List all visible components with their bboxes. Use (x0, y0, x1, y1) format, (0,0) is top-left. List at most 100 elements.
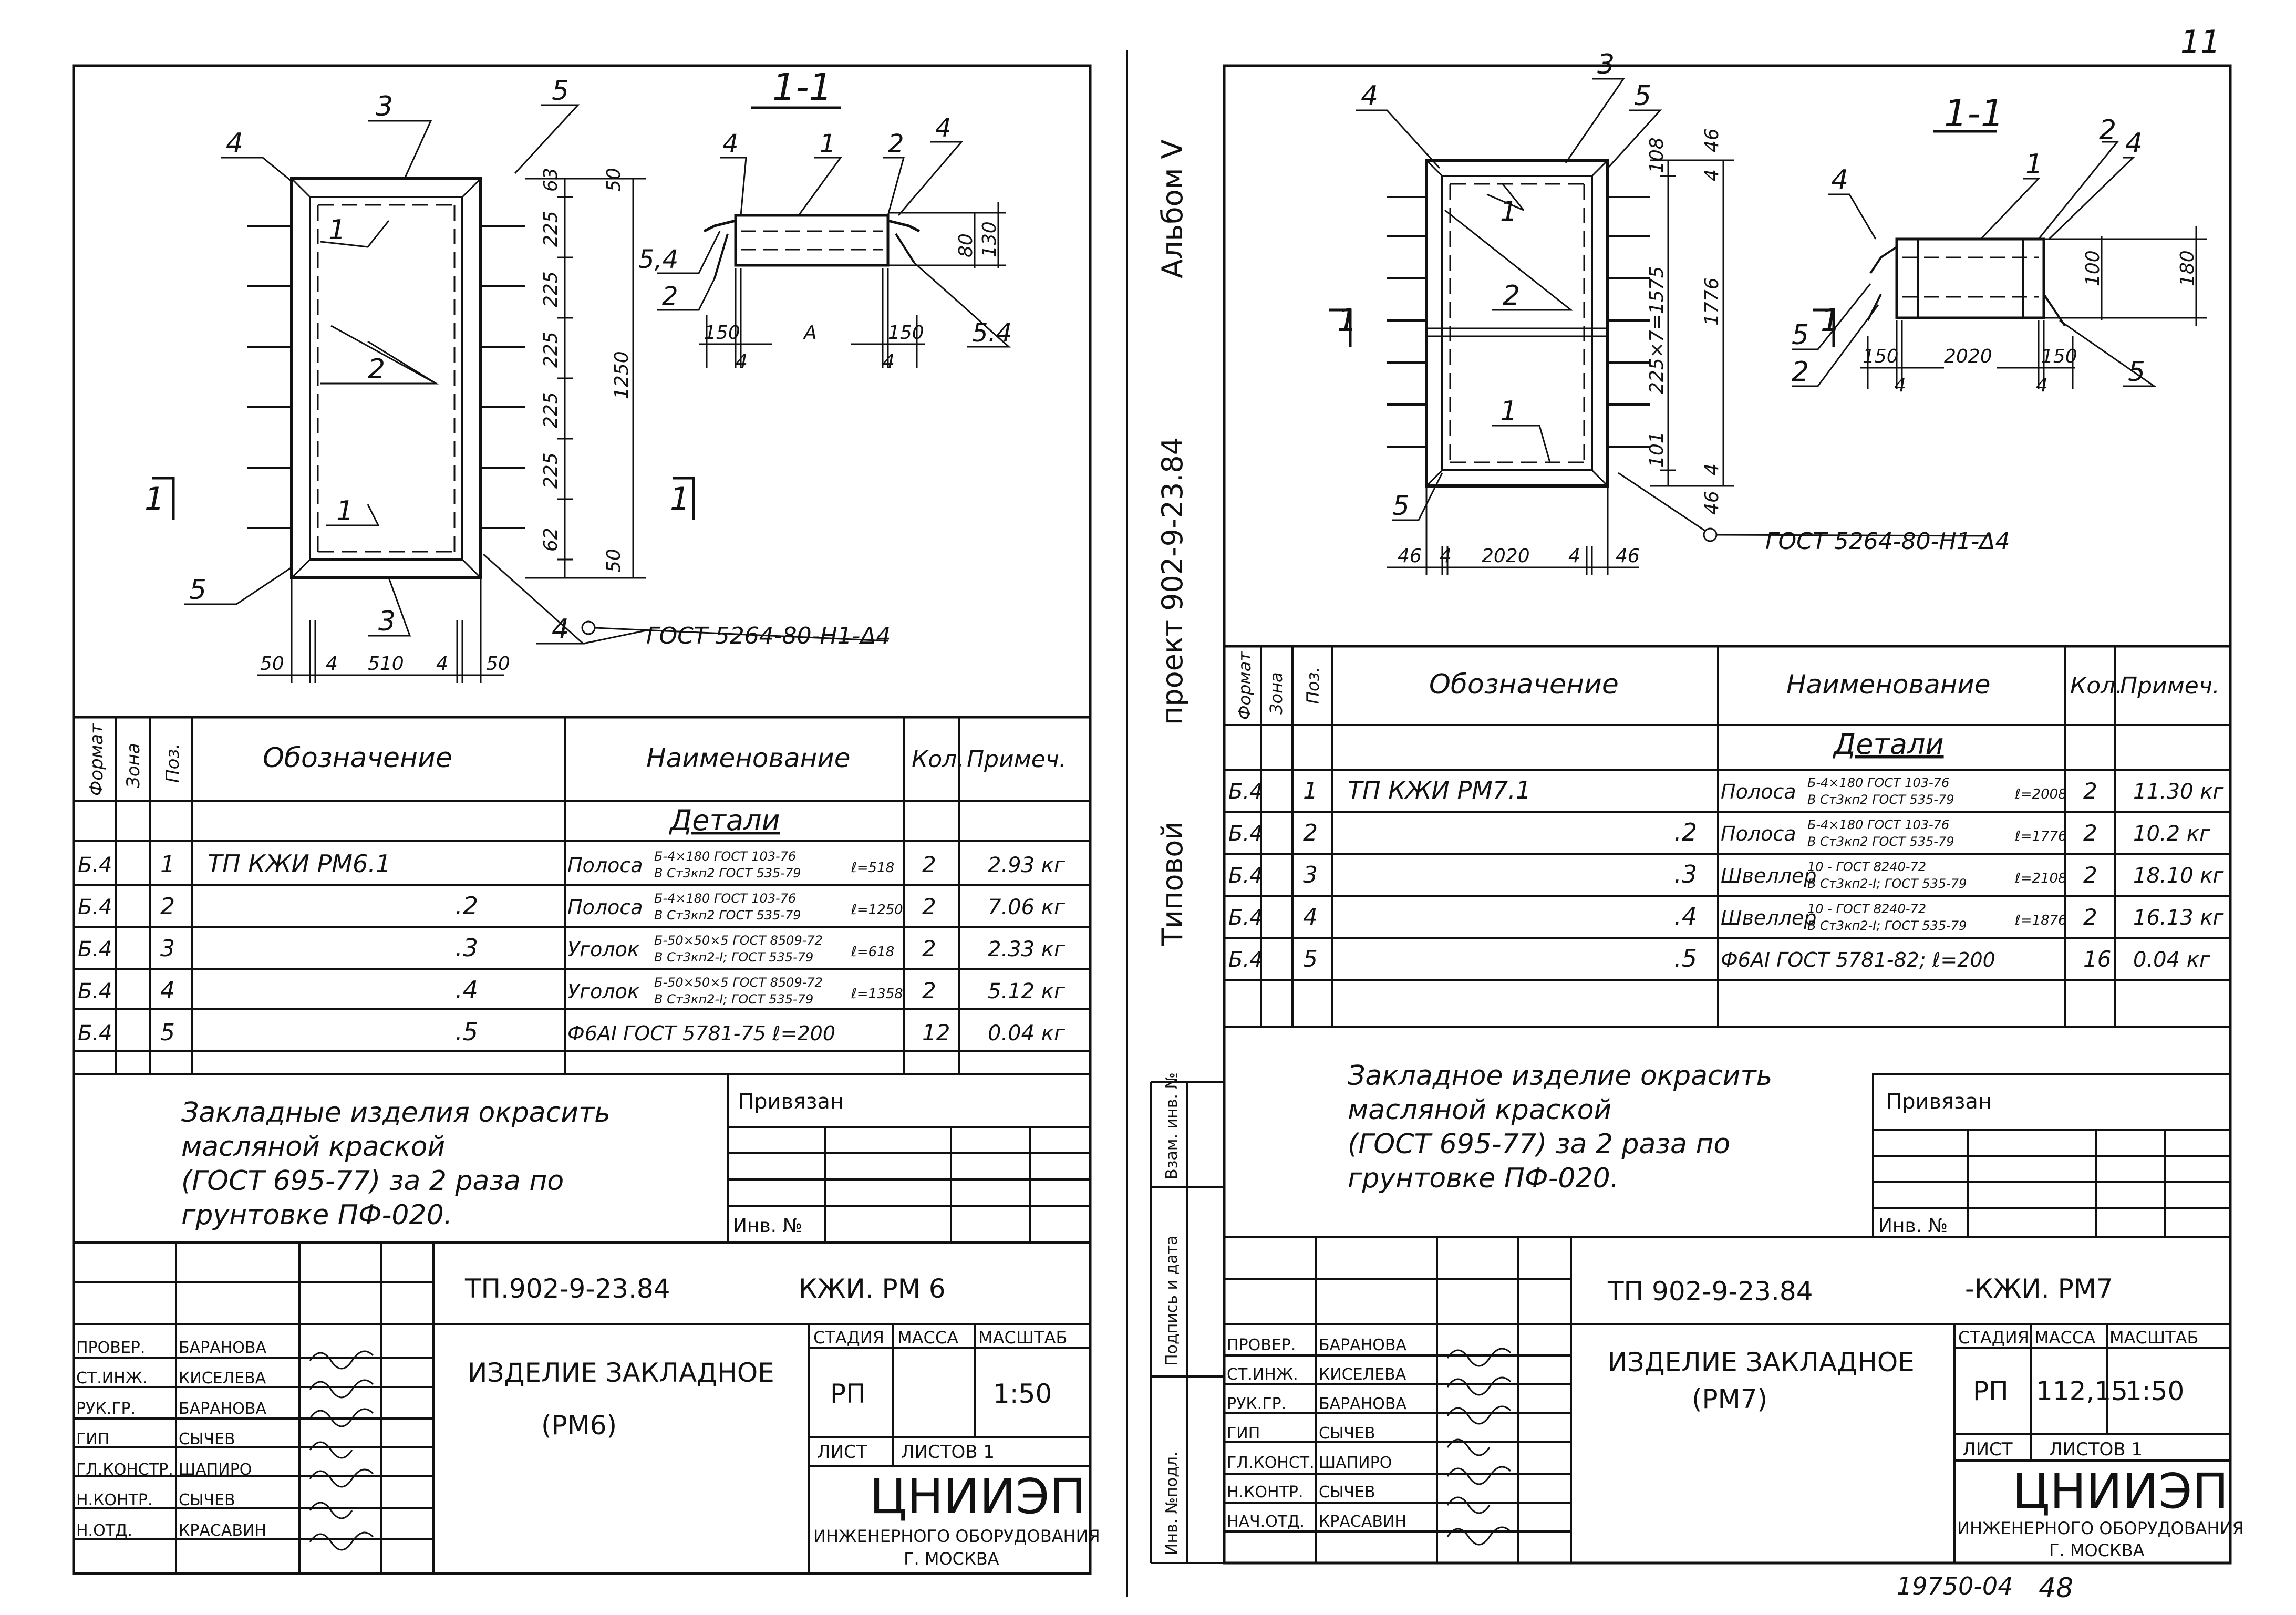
right-row-0-pos: 1 (1303, 778, 1318, 804)
left-note-line-1: Закладные изделия окрасить (181, 1097, 611, 1129)
right-signer-role-1: СТ.ИНЖ. (1227, 1365, 1298, 1384)
left-pos-3-top: 3 (376, 91, 393, 122)
left-pos-4-top: 4 (226, 128, 243, 159)
left-sec-pos-4b: 4 (935, 113, 952, 143)
side-stamp-podpis: Подпись и дата (1163, 1236, 1181, 1366)
left-row-1-sub-bot: В Ст3кп2 ГОСТ 535-79 (654, 908, 801, 923)
left-dim-b-4a: 4 (326, 653, 338, 675)
left-dim-1250: 1250 (611, 351, 633, 399)
left-cut-label-a: 1 (144, 481, 164, 517)
left-hdr-format: Формат (86, 723, 107, 796)
right-dim-46-bot: 46 (1701, 491, 1723, 515)
left-row-0-name: Полоса (567, 854, 643, 877)
right-row-3-designation: .4 (1674, 902, 1697, 930)
album-volume: Альбом V (1156, 139, 1189, 278)
right-signer-role-6: НАЧ.ОТД. (1227, 1513, 1305, 1531)
left-row-3-sub-bot: В Ст3кп2-I; ГОСТ 535-79 (654, 992, 813, 1007)
left-note-line-4: грунтовке ПФ-020. (181, 1199, 452, 1231)
left-dim-b-4b: 4 (436, 653, 448, 675)
right-hdr-format: Формат (1235, 651, 1255, 720)
left-signer-role-2: РУК.ГР. (76, 1400, 136, 1418)
right-row-4-designation: .5 (1674, 944, 1697, 972)
left-row-0-pos: 1 (160, 851, 175, 878)
left-section-title: 1-1 (772, 66, 832, 109)
left-row-3-note: 5.12 кг (988, 979, 1066, 1003)
left-row-2-name: Уголок (567, 938, 639, 961)
left-sec-pos-2: 2 (888, 129, 904, 159)
left-row-2-sub-top: Б-50×50×5 ГОСТ 8509-72 (654, 933, 823, 948)
left-signer-name-4: ШАПИРО (179, 1461, 252, 1479)
right-sec-dim-180: 180 (2177, 250, 2198, 286)
right-row-1-sub-top: Б-4×180 ГОСТ 103-76 (1807, 817, 1949, 832)
right-note-line-1: Закладное изделие окрасить (1348, 1060, 1772, 1092)
right-sec-dim-150a: 150 (1863, 346, 1899, 367)
right-hdr-designation: Обозначение (1429, 669, 1619, 700)
left-pos-5-top: 5 (552, 75, 569, 107)
right-row-3-pos: 4 (1303, 904, 1318, 930)
right-scale: 1:50 (2125, 1376, 2184, 1406)
left-org-line2: ИНЖЕНЕРНОГО ОБОРУДОВАНИЯ (813, 1526, 1100, 1546)
left-dim-62: 62 (540, 527, 562, 552)
left-row-0-format: Б.4 (78, 853, 112, 877)
right-row-0-sub-top: Б-4×180 ГОСТ 103-76 (1807, 775, 1949, 790)
album-typovoy: Типовой (1156, 822, 1189, 946)
right-mass: 112,15 (2036, 1376, 2128, 1406)
left-sheets-label: ЛИСТОВ 1 (901, 1442, 995, 1463)
right-dim-b-46a: 46 (1398, 545, 1422, 567)
right-signer-name-4: ШАПИРО (1319, 1454, 1392, 1472)
right-sheets-label: ЛИСТОВ 1 (2049, 1439, 2143, 1460)
right-sec-dim-2020: 2020 (1944, 346, 1992, 367)
left-signer-name-2: БАРАНОВА (179, 1400, 266, 1418)
right-dim-1575: 225×7=1575 (1646, 266, 1668, 394)
left-pos-1-bot: 1 (336, 495, 354, 527)
left-signer-name-3: СЫЧЕВ (179, 1430, 235, 1448)
left-sec-pos-54: 5,4 (638, 245, 678, 274)
left-hdr-note: Примеч. (967, 746, 1067, 773)
left-hdr-designation: Обозначение (263, 742, 452, 774)
left-privyazan: Привязан (738, 1090, 844, 1114)
left-row-4-format: Б.4 (78, 1021, 112, 1045)
right-row-0-name: Полоса (1721, 780, 1796, 803)
right-note-line-3: (ГОСТ 695-77) за 2 раза по (1348, 1129, 1730, 1160)
right-row-3-sub-bot: В Ст3кп2-I; ГОСТ 535-79 (1807, 918, 1967, 933)
right-row-3-name: Швеллер (1721, 906, 1817, 929)
left-row-4-name: Ф6АI ГОСТ 5781-75 ℓ=200 (567, 1022, 835, 1045)
left-org-big: ЦНИИЭП (870, 1468, 1086, 1525)
right-row-2-pos: 3 (1303, 862, 1318, 888)
right-sec-dim-4b: 4 (2036, 375, 2048, 396)
left-row-2-sub-bot: В Ст3кп2-I; ГОСТ 535-79 (654, 950, 813, 965)
right-row-2-name: Швеллер (1721, 864, 1817, 887)
left-dim-63: 63 (540, 168, 562, 192)
left-row-3-name: Уголок (567, 980, 639, 1003)
right-stage-hdr: СТАДИЯ (1958, 1328, 2029, 1348)
left-row-2-designation: .3 (455, 934, 478, 962)
left-pos-2: 2 (368, 354, 385, 385)
archive-number: 19750-04 (1897, 1572, 2013, 1600)
right-dim-4-top: 4 (1701, 169, 1723, 181)
side-stamp-vzam: Взам. инв. № (1163, 1072, 1181, 1179)
right-dim-108: 108 (1646, 137, 1668, 173)
right-hdr-qty: Кол. (2070, 672, 2123, 699)
left-row-1-len: ℓ=1250 (851, 902, 903, 918)
left-hdr-qty: Кол. (912, 746, 964, 773)
right-sec-dim-100: 100 (2082, 250, 2104, 286)
left-sec-pos-4a: 4 (722, 129, 739, 159)
right-row-1-pos: 2 (1303, 820, 1318, 846)
left-dim-b-50a: 50 (260, 653, 284, 675)
right-row-0-designation: ТП КЖИ РМ7.1 (1348, 776, 1531, 804)
right-row-1-designation: .2 (1674, 818, 1697, 846)
left-signer-name-0: БАРАНОВА (179, 1339, 266, 1357)
left-dim-225-b: 225 (540, 271, 562, 307)
right-row-4-name: Ф6АI ГОСТ 5781-82; ℓ=200 (1721, 948, 1995, 971)
left-pos-3-bot: 3 (378, 606, 396, 637)
right-pos-5-bot: 5 (1392, 490, 1410, 522)
right-row-1-len: ℓ=1776 (2014, 829, 2067, 844)
right-signer-role-5: Н.КОНТР. (1227, 1483, 1304, 1502)
right-row-3-note: 16.13 кг (2133, 906, 2224, 930)
right-row-3-format: Б.4 (1228, 906, 1263, 930)
left-row-3-sub-top: Б-50×50×5 ГОСТ 8509-72 (654, 975, 823, 990)
left-inv-no: Инв. № (733, 1215, 802, 1237)
right-title-2: (РМ7) (1692, 1384, 1767, 1414)
left-sec-dim-4b: 4 (883, 351, 895, 372)
